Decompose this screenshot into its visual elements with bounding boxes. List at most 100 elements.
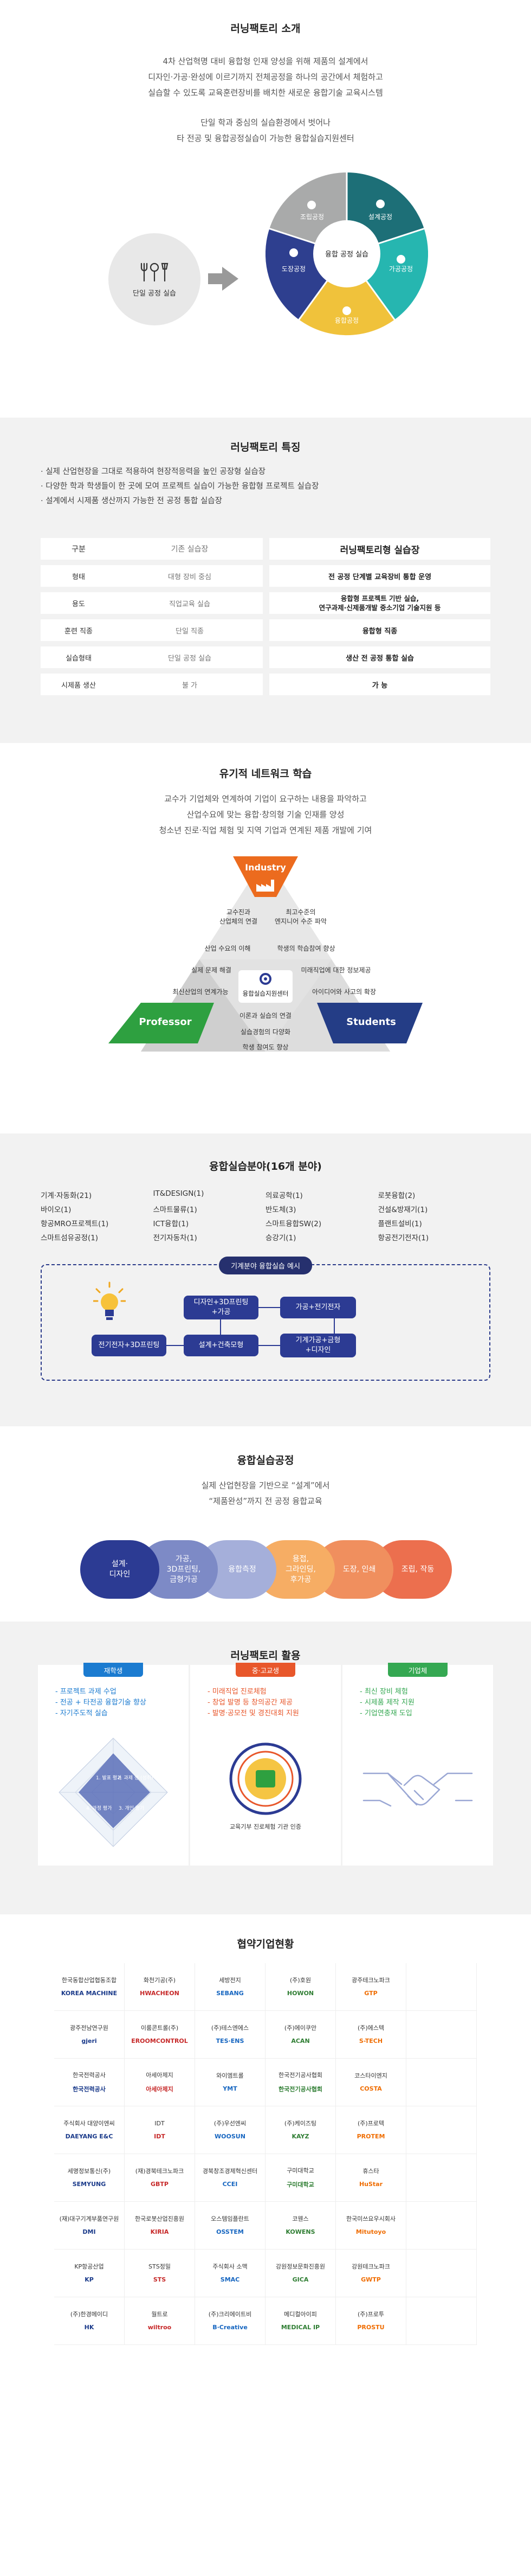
table-cell: 가 능 bbox=[263, 674, 490, 695]
wheel-center bbox=[313, 220, 380, 287]
partner-name: 주식회사 대양이엔씨 bbox=[63, 2120, 115, 2127]
center-label: 융합실습지원센터 bbox=[242, 990, 289, 997]
process-section: 융합실습공정 실제 산업현장을 기반으로 “설계”에서 “제품완성”까지 전 공… bbox=[0, 1426, 531, 1622]
table-header-cell: 러닝팩토리형 실습장 bbox=[263, 538, 490, 560]
partner-logo: OSSTEM bbox=[216, 2228, 244, 2235]
features-section: 러닝팩토리 특징 · 실제 산업현장을 그대로 적용하여 현장적응력을 높인 공… bbox=[0, 418, 531, 743]
partner-logo: S-TECH bbox=[359, 2037, 383, 2045]
partner-logo: COSTA bbox=[360, 2085, 382, 2092]
partner-logo: PROSTU bbox=[357, 2324, 385, 2331]
partner-name: IDT bbox=[154, 2120, 165, 2127]
partner-name: (주)우선엔씨 bbox=[213, 2120, 247, 2127]
table-cell: 용도 bbox=[41, 592, 116, 614]
radar-label: 4. 과정 평가 bbox=[86, 1805, 112, 1811]
partner-logo: GWTP bbox=[361, 2276, 381, 2283]
partner-logo: ACAN bbox=[291, 2037, 310, 2045]
partner-name: 세방전지 bbox=[219, 1977, 241, 1984]
usage-item: - 자기주도적 실습 bbox=[55, 1709, 108, 1718]
partner-name: KP항공산업 bbox=[74, 2263, 104, 2270]
intro-desc2-1: 단일 학과 중심의 실습환경에서 벗어나 bbox=[200, 118, 331, 127]
partner-card: 광주전남연구원 gjeri bbox=[54, 2011, 125, 2059]
usage-item: - 시제품 제작 지원 bbox=[360, 1699, 415, 1707]
professor-banner bbox=[108, 1003, 214, 1043]
process-steps: 설계· 디자인 가공, 3D프린팅, 금형가공 융합측정 용접, 그라인딩, 후… bbox=[0, 1540, 531, 1600]
field-item: 전기자동차(1) bbox=[153, 1234, 197, 1242]
partner-name: 메디컬아이피 bbox=[284, 2311, 317, 2318]
partner-logo: 한국전기공사협회 bbox=[279, 2085, 322, 2093]
partner-logo: gjeri bbox=[81, 2037, 97, 2045]
usage-item: - 발명·공모전 및 경진대회 지원 bbox=[208, 1709, 299, 1718]
partner-card: 이룸콘트롤(주)EROOMCONTROL bbox=[125, 2011, 195, 2059]
partner-name: 코웬스 bbox=[292, 2215, 309, 2222]
feature-bullet: · 다양한 학과 학생들이 한 곳에 모여 프로젝트 실습이 가능한 융합형 프… bbox=[41, 482, 319, 491]
partner-logo: PROTEM bbox=[357, 2133, 385, 2140]
partner-card bbox=[406, 2297, 477, 2345]
network-cell: 미래직업에 대한 정보제공 bbox=[301, 966, 371, 974]
network-desc-2: 산업수요에 맞는 융합·창의형 기술 인재를 양성 bbox=[186, 810, 345, 819]
gear-icon bbox=[260, 973, 271, 985]
table-cell: 형태 bbox=[41, 565, 116, 587]
example-title: 기계분야 융합실습 예시 bbox=[219, 1257, 312, 1274]
partner-name: 월트로 bbox=[151, 2311, 168, 2318]
partner-logo: MEDICAL IP bbox=[281, 2324, 320, 2331]
field-item: 바이오(1) bbox=[41, 1206, 72, 1214]
partner-name: STS정밀 bbox=[148, 2263, 171, 2270]
factory-icon bbox=[256, 880, 274, 892]
table-cell: 훈련 직종 bbox=[41, 619, 116, 641]
solo-process-label: 단일 공정 실습 bbox=[132, 289, 177, 298]
field-item: 반도체(3) bbox=[266, 1206, 296, 1214]
partner-card: 오스템임플란트 OSSTEM bbox=[195, 2202, 266, 2250]
partner-name: 화천기공(주) bbox=[143, 1977, 176, 1984]
table-cell: 생산 전 공정 통합 실습 bbox=[263, 646, 490, 668]
usage-card-youth: 중·고교생 - 미래직업 진로체험 - 창업 발명 등 창의공간 제공 - 발명… bbox=[190, 1663, 341, 1866]
field-item: 승강기(1) bbox=[266, 1234, 296, 1242]
partner-card: 메디컬아이피 MEDICAL IP bbox=[266, 2297, 336, 2345]
partners-title: 협약기업현황 bbox=[237, 1938, 294, 1950]
usage-item: - 프로젝트 과제 수업 bbox=[55, 1688, 116, 1696]
network-triangle-diagram: Industry Professor Students 융합실습지원센터 교수진… bbox=[76, 854, 455, 1054]
table-cell: 단일 공정 실습 bbox=[116, 646, 263, 668]
professor-label: Professor bbox=[139, 1016, 192, 1028]
table-header-row: 구분 기존 실습장 러닝팩토리형 실습장 bbox=[41, 538, 490, 560]
network-cell: 실습경험의 다양화 bbox=[240, 1028, 291, 1036]
radar-label: 2. 과제 성 (성취) bbox=[118, 1775, 153, 1781]
partner-logo: KAYZ bbox=[292, 2133, 309, 2140]
partner-name: 한국전력공사 bbox=[73, 2071, 106, 2079]
students-banner bbox=[317, 1003, 423, 1043]
intro-desc-1: 4차 산업혁명 대비 융합형 인재 양성을 위해 제품의 설계에서 bbox=[163, 56, 368, 66]
table-header-cell: 기존 실습장 bbox=[116, 538, 263, 560]
features-title: 러닝팩토리 특징 bbox=[230, 441, 301, 453]
partner-logo: 아세아제지 bbox=[146, 2085, 173, 2093]
field-item: 의료공학(1) bbox=[266, 1191, 303, 1200]
example-node: 기계가공+금형 +디자인 bbox=[280, 1334, 356, 1357]
partner-name: (재)경북테크노파크 bbox=[135, 2168, 184, 2175]
partner-card: 화천기공(주)HWACHEON bbox=[125, 1963, 195, 2011]
usage-item: - 창업 발명 등 창의공간 제공 bbox=[208, 1699, 293, 1707]
partner-logo: GICA bbox=[292, 2276, 309, 2283]
partner-name: 광주전남연구원 bbox=[70, 2024, 108, 2032]
table-cell: 직업교육 실습 bbox=[116, 592, 263, 614]
partner-logo: HK bbox=[84, 2324, 94, 2331]
table-cell: 시제품 생산 bbox=[41, 674, 116, 695]
partner-logo: 한국전력공사 bbox=[73, 2085, 106, 2093]
network-cell: 교수진과 산업체의 연결 bbox=[219, 908, 258, 925]
partner-name: 오스템임플란트 bbox=[211, 2215, 249, 2222]
feature-bullet: · 설계에서 시제품 생산까지 가능한 전 공정 통합 실습장 bbox=[41, 497, 222, 505]
wheel-label-fusion: 융합공정 bbox=[335, 317, 359, 324]
features-bullets: · 실제 산업현장을 그대로 적용하여 현장적응력을 높인 공장형 실습장 · … bbox=[41, 465, 490, 509]
partner-logo: YMT bbox=[223, 2085, 237, 2092]
partner-logo: STS bbox=[153, 2276, 166, 2283]
